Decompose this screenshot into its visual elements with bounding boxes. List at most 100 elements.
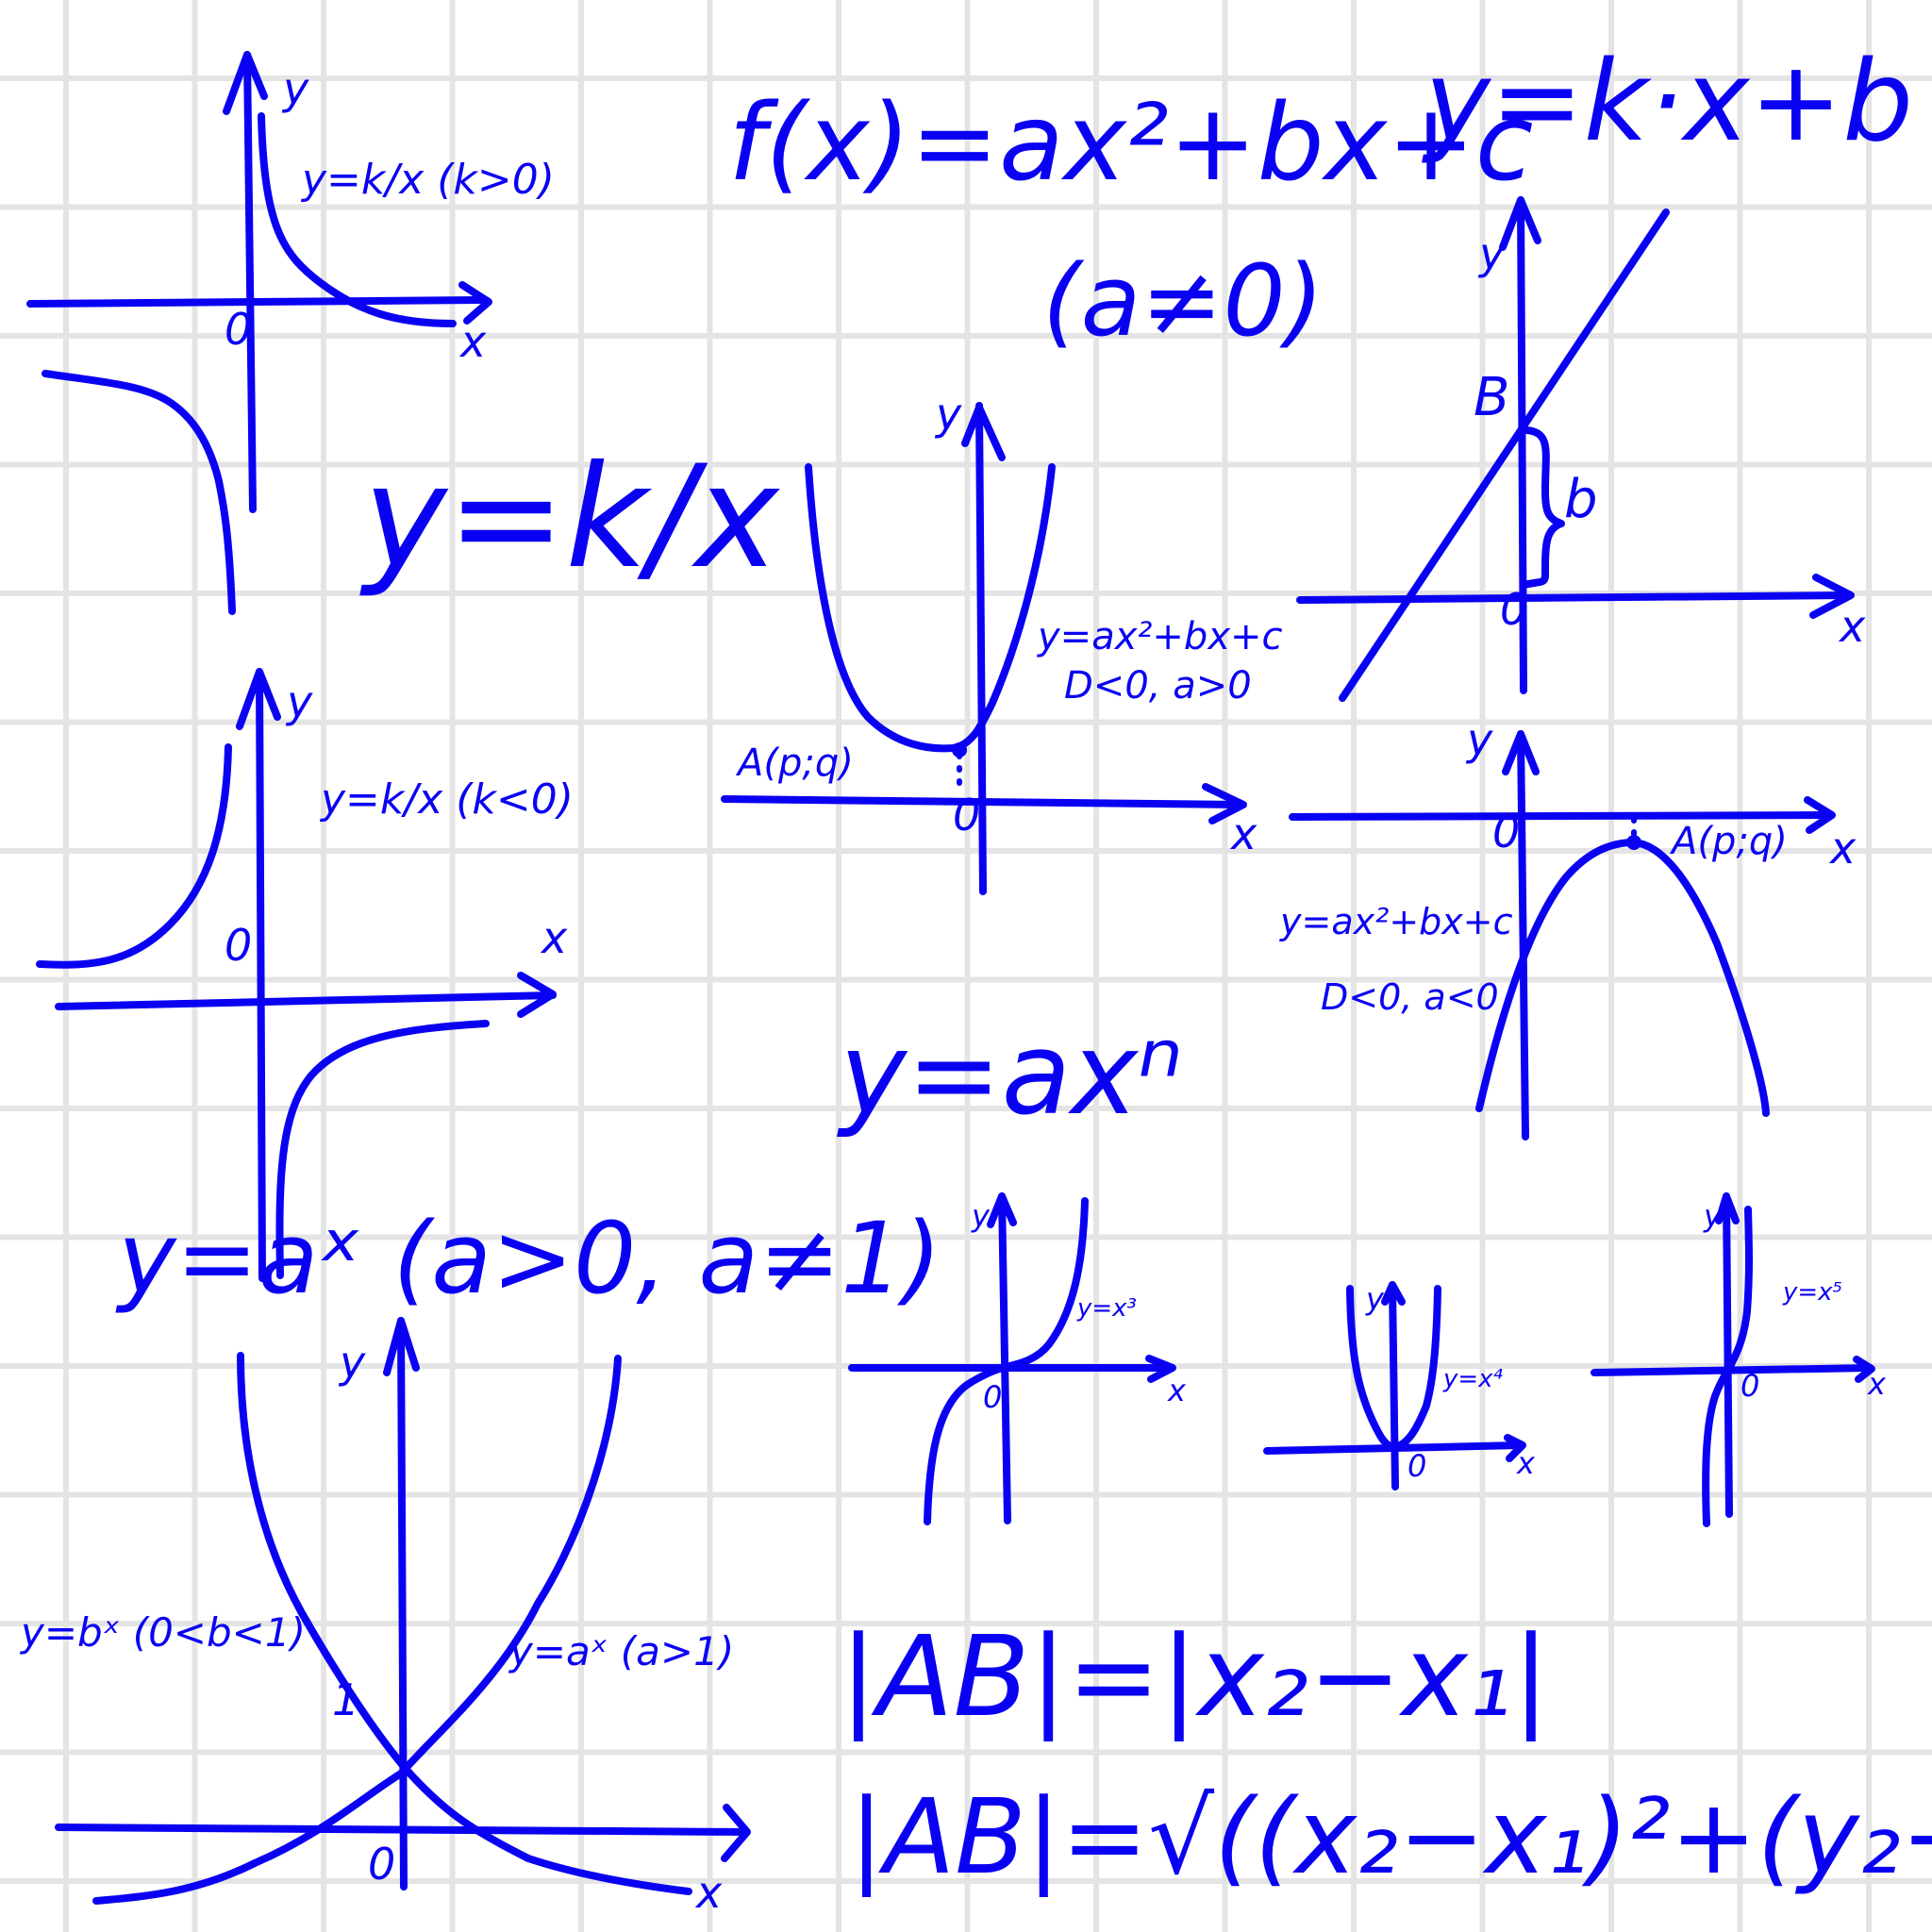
caption-increasing-exponential: y=aˣ (a>1) <box>508 1628 734 1674</box>
function-curve <box>924 1197 1089 1525</box>
function-curve <box>1702 1206 1753 1527</box>
graph-power-x3: y x 0 y=x³ <box>848 1192 1187 1525</box>
axis-label-b_lower: b <box>1564 469 1598 530</box>
axis-label-origin: 0 <box>225 920 252 971</box>
graph-caption: y=x⁵ <box>1782 1278 1842 1307</box>
axis-label-y: y <box>1703 1198 1723 1234</box>
formula-linear-formula: y=k·x+b <box>1422 36 1913 166</box>
graph-caption: y=k/x (k>0) <box>300 156 555 204</box>
axis-label-y: y <box>934 389 962 440</box>
intercept-label-one: 1 <box>332 1674 359 1725</box>
x-axis-arrow-icon <box>1853 1356 1875 1383</box>
axis-label-x: x <box>540 912 568 963</box>
axis-label-x: x <box>1828 823 1857 874</box>
y-axis-arrow-icon <box>987 1192 1017 1228</box>
graph-caption: y=ax²+bx+c <box>1037 615 1283 658</box>
x-axis-arrow-icon <box>1804 796 1836 834</box>
y-axis <box>1517 196 1527 694</box>
caption-decreasing-exponential: y=bˣ (0<b<1) <box>19 1609 306 1656</box>
axis-label-origin: 0 <box>1740 1368 1759 1404</box>
axis-label-origin: 0 <box>225 304 252 355</box>
axis-label-x: x <box>1867 1366 1887 1402</box>
x-axis <box>55 991 557 1010</box>
formula-quadratic-cond: (a≠0) <box>1042 243 1324 358</box>
axis-label-y: y <box>285 676 313 727</box>
y-axis <box>1723 1192 1733 1518</box>
graph-condition: D<0, a<0 <box>1321 976 1499 1018</box>
y-axis-arrow-icon <box>1499 196 1541 251</box>
axis-label-origin: 0 <box>1407 1448 1426 1484</box>
function-curve <box>1520 426 1565 589</box>
x-axis-arrow-icon <box>1504 1434 1526 1462</box>
axis-label-y: y <box>1465 714 1493 765</box>
graph-condition: D<0, a>0 <box>1064 664 1252 708</box>
function-curve <box>805 463 1056 753</box>
graph-hyperbola-k-negative: y x 0 y=k/x (k<0) <box>36 668 574 1282</box>
x-axis-arrow-icon <box>721 1804 751 1862</box>
y-axis <box>397 1317 408 1890</box>
x-axis <box>1296 591 1853 604</box>
y-axis <box>998 1192 1011 1524</box>
axis-label-x: x <box>1229 808 1257 859</box>
vertex-label: A(p;q) <box>1669 820 1788 863</box>
formula-dist-2d: |AB|=√((x₂−x₁)²+(y₂−y₁)²) <box>849 1776 1932 1898</box>
function-curve <box>1346 1285 1441 1452</box>
formula-hyperbola-formula: y=k/x <box>359 436 781 600</box>
y-axis <box>256 668 266 1282</box>
vertex-point <box>1626 835 1641 850</box>
axis-label-y: y <box>338 1337 366 1388</box>
axis-label-y: y <box>281 63 309 114</box>
x-axis-arrow-icon <box>458 281 492 325</box>
formulas: f(x)=ax²+bx+c(a≠0)y=k·x+by=k/xy=axⁿy=aˣ … <box>115 36 1932 1898</box>
axis-label-x: x <box>1838 601 1866 652</box>
axis-label-origin: 0 <box>1500 584 1527 635</box>
axis-label-x: x <box>1167 1373 1187 1408</box>
y-axis-arrow-icon <box>1502 730 1540 775</box>
formula-power-formula: y=axⁿ <box>837 1009 1183 1141</box>
y-axis-arrow-icon <box>236 668 281 730</box>
formula-exp-formula: y=aˣ (a>0, a≠1) <box>115 1201 941 1316</box>
y-axis-arrow-icon <box>383 1317 420 1376</box>
y-axis-arrow-icon <box>1715 1192 1740 1224</box>
axis-label-y: y <box>971 1198 991 1234</box>
x-axis-arrow-icon <box>1809 574 1855 619</box>
function-curve <box>42 370 236 615</box>
x-axis <box>1289 811 1834 821</box>
y-axis-arrow-icon <box>1381 1281 1406 1306</box>
formula-dist-1d: |AB|=|x₂−x₁| <box>840 1611 1550 1741</box>
axis-label-origin: 0 <box>983 1379 1002 1415</box>
axis-label-b_upper: B <box>1474 367 1509 428</box>
axis-label-y: y <box>1477 228 1506 279</box>
graph-parabola-upward: y x 0 y=ax²+bx+cD<0, a>0A(p;q) <box>721 389 1283 895</box>
graph-caption: y=x³ <box>1076 1294 1137 1323</box>
x-axis-arrow-icon <box>517 972 557 1018</box>
function-curve <box>237 1352 692 1895</box>
y-axis <box>1517 730 1529 1141</box>
axis-label-origin: 0 <box>1492 807 1520 858</box>
y-axis <box>975 402 987 895</box>
graph-hyperbola-k-positive: y x 0 y=k/x (k>0) <box>26 51 555 615</box>
vertex-label: A(p;q) <box>735 741 854 785</box>
graph-power-x4: y x 0 y=x⁴ <box>1263 1281 1536 1491</box>
graph-power-x5: y x 0 y=x⁵ <box>1591 1192 1887 1527</box>
x-axis <box>26 296 490 308</box>
axis-label-x: x <box>458 316 487 367</box>
y-axis <box>1389 1281 1399 1491</box>
function-curve <box>36 743 232 969</box>
axis-label-origin: 0 <box>953 790 980 841</box>
graph-caption: y=k/x (k<0) <box>319 775 574 824</box>
y-axis-arrow-icon <box>223 51 268 115</box>
graph-caption: y=x⁴ <box>1442 1365 1504 1393</box>
y-axis-arrow-icon <box>961 404 1006 461</box>
function-curve <box>258 112 457 327</box>
vertex-point <box>952 742 967 758</box>
x-axis-arrow-icon <box>1202 783 1247 824</box>
axis-label-y: y <box>1365 1281 1385 1317</box>
axis-label-origin: 0 <box>368 1839 395 1890</box>
axis-label-x: x <box>1516 1445 1536 1481</box>
